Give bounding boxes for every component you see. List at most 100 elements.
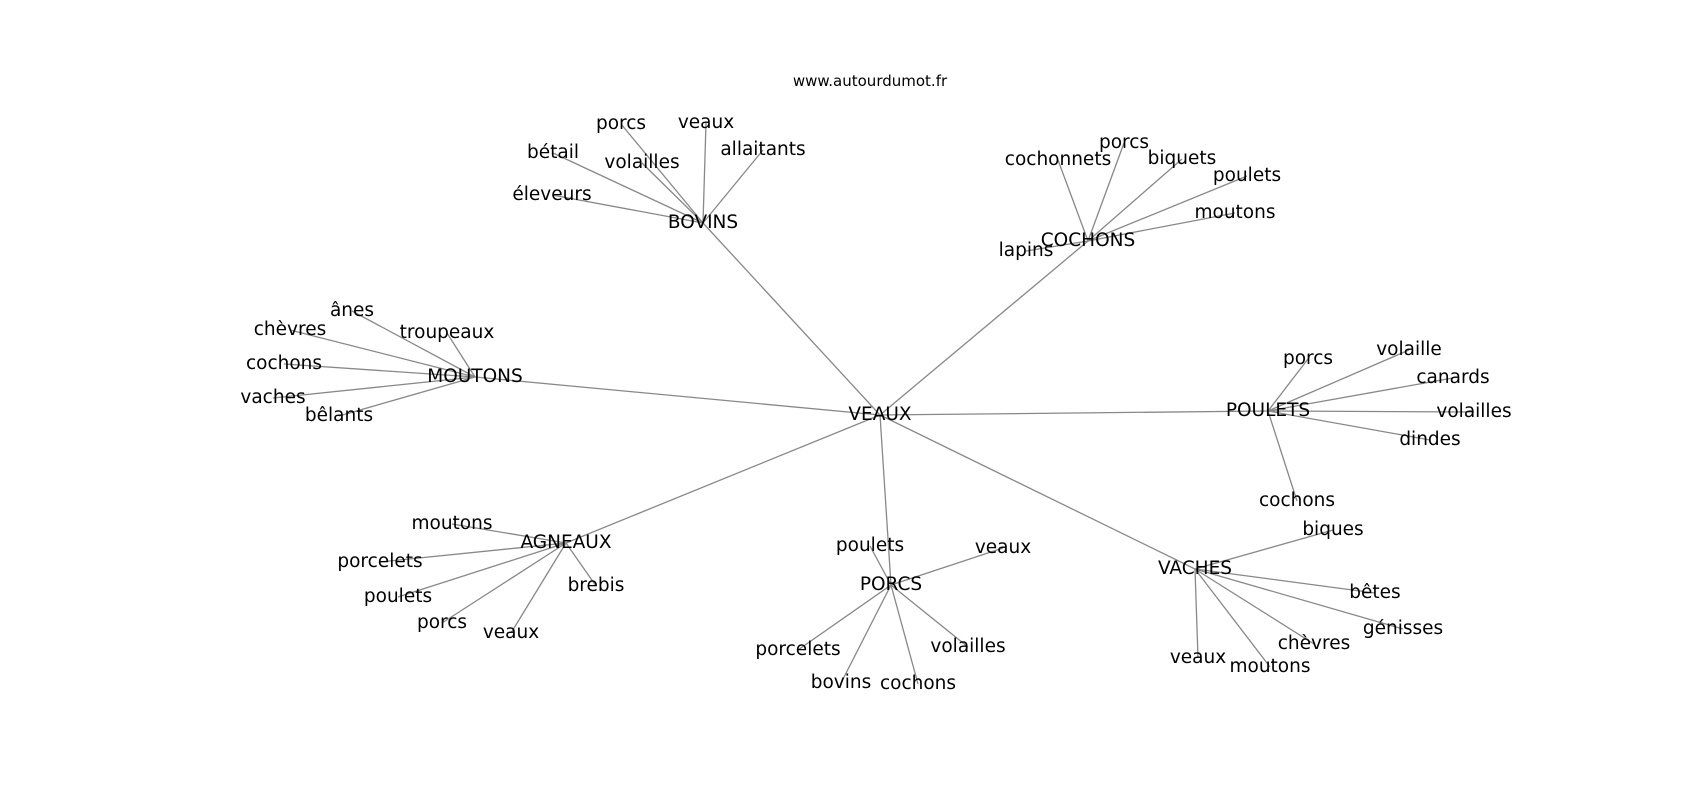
- leaf-node-porcs-bovins: bovins: [811, 672, 872, 693]
- edge-vaches-veaux: [1194, 568, 1199, 659]
- leaf-node-poulets-cochons: cochons: [1259, 490, 1335, 511]
- edge-agneaux-veaux: [510, 542, 567, 634]
- leaf-node-vaches-biques: biques: [1302, 519, 1363, 540]
- edge-agneaux-porcs: [441, 542, 567, 624]
- leaf-node-moutons-troupeaux: troupeaux: [400, 322, 495, 343]
- edge-agneaux-poulets: [397, 542, 567, 598]
- edge-moutons-anes: [351, 310, 476, 378]
- leaf-node-moutons-chevres: chèvres: [254, 319, 326, 340]
- leaf-node-porcs-volailles: volailles: [930, 636, 1005, 657]
- edge-vaches-biques: [1194, 529, 1334, 570]
- leaf-node-cochons-cochonnets: cochonnets: [1005, 149, 1111, 170]
- leaf-node-poulets-dindes: dindes: [1399, 429, 1460, 450]
- leaf-node-cochons-poulets: poulets: [1213, 165, 1281, 186]
- leaf-node-cochons-biquets: biquets: [1148, 148, 1217, 169]
- edge-porcs-poulets: [869, 545, 892, 586]
- hub-node-bovins: BOVINS: [668, 212, 738, 233]
- edge-vaches-chevres: [1194, 568, 1315, 645]
- leaf-node-bovins-veaux: veaux: [678, 112, 734, 133]
- edge-agneaux-brebis: [565, 542, 597, 587]
- edge-bovins-betail: [552, 152, 704, 224]
- leaf-node-porcs-porcelets: porcelets: [755, 639, 840, 660]
- edge-cochons-poulets: [1087, 175, 1248, 242]
- leaf-node-agneaux-moutons: moutons: [411, 513, 492, 534]
- center-node: VEAUX: [848, 404, 912, 425]
- leaf-node-bovins-allaitants: allaitants: [720, 139, 805, 160]
- edge-center-vaches: [879, 414, 1196, 570]
- edge-center-moutons: [474, 376, 881, 416]
- edge-bovins-eleveurs: [551, 194, 704, 224]
- edge-vaches-genisses: [1194, 568, 1404, 630]
- edge-moutons-vaches: [272, 376, 476, 399]
- leaf-node-cochons-porcs: porcs: [1099, 132, 1149, 153]
- leaf-node-agneaux-poulets: poulets: [364, 586, 432, 607]
- leaf-node-vaches-moutons: moutons: [1229, 656, 1310, 677]
- leaf-node-agneaux-brebis: brebis: [568, 575, 625, 596]
- edge-poulets-porcs: [1267, 358, 1309, 412]
- leaf-node-moutons-vaches: vaches: [240, 387, 305, 408]
- edge-cochons-biquets: [1087, 158, 1183, 242]
- edge-moutons-cochons: [283, 363, 476, 378]
- leaf-node-cochons-lapins: lapins: [999, 240, 1054, 261]
- edge-poulets-dindes: [1267, 410, 1431, 441]
- labels-layer: VEAUX BOVINS porcs veaux bétail allaitants vol…: [240, 112, 1511, 694]
- edge-cochons-cochonnets: [1057, 159, 1089, 242]
- edge-moutons-chevres: [289, 329, 476, 378]
- leaf-node-porcs-veaux: veaux: [975, 537, 1031, 558]
- edge-porcs-bovins: [840, 584, 892, 684]
- edge-center-bovins: [702, 222, 881, 416]
- leaf-node-porcs-poulets: poulets: [836, 535, 904, 556]
- leaf-node-bovins-volailles: volailles: [604, 152, 679, 173]
- edge-porcs-veaux: [890, 547, 1004, 586]
- edge-cochons-moutons: [1087, 212, 1236, 242]
- edge-moutons-belants: [338, 376, 476, 417]
- leaf-node-agneaux-veaux: veaux: [483, 622, 539, 643]
- edge-center-poulets: [879, 410, 1269, 416]
- edge-porcs-volailles: [890, 584, 969, 648]
- leaf-node-vaches-veaux: veaux: [1170, 647, 1226, 668]
- leaf-node-poulets-volaille: volaille: [1376, 339, 1442, 360]
- leaf-node-bovins-porcs: porcs: [596, 113, 646, 134]
- leaf-node-bovins-betail: bétail: [527, 142, 579, 163]
- hub-node-vaches: VACHES: [1158, 558, 1232, 579]
- hub-node-poulets: POULETS: [1226, 400, 1310, 421]
- edge-bovins-veaux: [702, 122, 707, 224]
- edge-poulets-canards: [1267, 377, 1454, 412]
- edge-bovins-allaitants: [702, 149, 764, 224]
- edge-agneaux-porcelets: [379, 542, 567, 563]
- edge-moutons-troupeaux: [446, 332, 476, 378]
- edge-cochons-porcs: [1087, 142, 1125, 242]
- edge-bovins-porcs: [620, 123, 704, 224]
- hub-node-porcs: PORCS: [860, 574, 922, 595]
- edge-center-agneaux: [565, 414, 881, 544]
- edge-center-porcs: [879, 414, 892, 586]
- leaf-node-agneaux-porcs: porcs: [417, 612, 467, 633]
- leaf-node-moutons-belants: bêlants: [305, 405, 373, 426]
- edge-agneaux-moutons: [451, 523, 567, 544]
- leaf-node-moutons-cochons: cochons: [246, 353, 322, 374]
- hub-node-moutons: MOUTONS: [427, 366, 523, 387]
- leaf-node-agneaux-porcelets: porcelets: [337, 551, 422, 572]
- edge-bovins-volailles: [641, 162, 704, 224]
- edges-layer: [272, 122, 1475, 685]
- leaf-node-cochons-moutons: moutons: [1194, 202, 1275, 223]
- edge-center-cochons: [879, 240, 1089, 416]
- edge-porcs-cochons: [890, 584, 919, 685]
- edge-porcs-porcelets: [797, 584, 892, 651]
- leaf-node-bovins-eleveurs: éleveurs: [512, 184, 591, 205]
- edge-poulets-volaille: [1267, 349, 1410, 412]
- leaf-node-poulets-volailles: volailles: [1436, 401, 1511, 422]
- leaf-node-poulets-canards: canards: [1416, 367, 1489, 388]
- hub-node-cochons: COCHONS: [1041, 230, 1135, 251]
- leaf-node-moutons-anes: ânes: [330, 300, 374, 321]
- edge-poulets-volailles: [1267, 410, 1475, 413]
- leaf-node-porcs-cochons: cochons: [880, 673, 956, 694]
- edge-cochons-lapins: [1025, 240, 1089, 252]
- leaf-node-vaches-chevres: chèvres: [1278, 633, 1350, 654]
- leaf-node-poulets-porcs: porcs: [1283, 348, 1333, 369]
- leaf-node-vaches-betes: bêtes: [1349, 582, 1400, 603]
- source-watermark: www.autourdumot.fr: [792, 72, 948, 90]
- edge-vaches-betes: [1194, 568, 1376, 594]
- edge-poulets-cochons: [1267, 410, 1298, 502]
